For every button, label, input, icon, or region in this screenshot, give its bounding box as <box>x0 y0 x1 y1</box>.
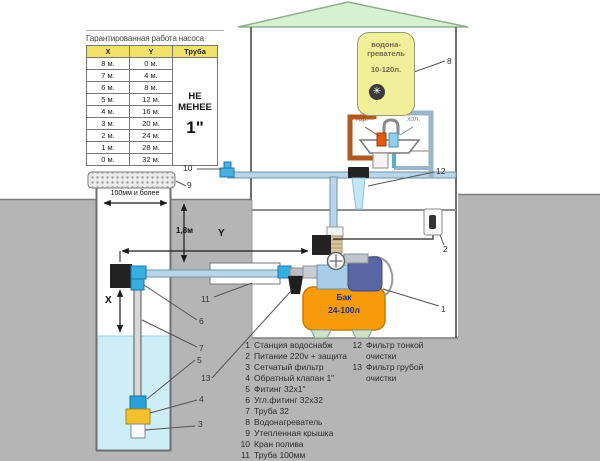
station-riser-pipe <box>329 176 338 229</box>
drop-pipe-32 <box>133 287 142 399</box>
power-outlet <box>423 208 443 236</box>
mesh-filter <box>130 423 146 439</box>
dim-x-label: X <box>105 295 112 306</box>
callout-13: 13 <box>201 373 211 383</box>
check-valve <box>125 408 151 425</box>
callout-5: 5 <box>197 355 202 365</box>
callout-3: 3 <box>198 419 203 429</box>
callout-4: 4 <box>199 394 204 404</box>
callout-8: 8 <box>447 56 452 66</box>
tank-foot <box>310 329 332 339</box>
snowflake-icon: ✳ <box>369 84 385 100</box>
sink-pedestal <box>372 152 389 169</box>
dim-well-width-label: 100мм и более <box>110 190 160 197</box>
cold-valve <box>388 132 399 148</box>
roof <box>237 1 469 28</box>
callout-6: 6 <box>199 316 204 326</box>
fitting-32x1 <box>129 395 147 410</box>
motor-cap <box>343 253 369 264</box>
table-row: 0 м.32 м. <box>86 153 218 166</box>
dimension-lines <box>103 199 309 333</box>
tank-capacity: 24-100л <box>328 305 360 315</box>
hot-valve <box>376 132 387 147</box>
trench-pipe <box>145 269 283 278</box>
garden-tap <box>219 161 235 178</box>
col-header-pipe: Труба <box>172 45 218 58</box>
well-pump-assembly <box>125 395 151 439</box>
callout-11: 11 <box>201 294 210 304</box>
water-heater: водона- греватель 10-120л. ✳ <box>357 32 415 116</box>
leader-lines <box>141 60 446 431</box>
insulated-cover <box>87 171 176 189</box>
callout-1: 1 <box>441 304 446 314</box>
power-cable <box>333 234 434 240</box>
cold-label: хол. <box>407 116 421 123</box>
heater-capacity: 10-120л. <box>370 65 402 74</box>
hot-label: гор. <box>356 116 369 123</box>
pump-table: Гарантированная работа насоса X Y Труба … <box>86 30 224 166</box>
pipe-requirement: НЕ МЕНЕЕ 1" <box>172 57 218 166</box>
col-header-y: Y <box>129 45 173 58</box>
callout-10: 10 <box>183 163 193 173</box>
dim-depth-label: 1,8м <box>176 226 194 235</box>
heater-label: водона- <box>371 40 401 49</box>
pressure-switch <box>312 235 331 255</box>
tank-foot <box>351 329 373 339</box>
dim-y-label: Y <box>218 228 225 239</box>
table-row: 8 м.0 м. НЕ МЕНЕЕ 1" <box>86 57 218 166</box>
tank-label: Бак <box>336 292 352 302</box>
pump-table-title: Гарантированная работа насоса <box>86 34 205 43</box>
coupler <box>302 265 319 279</box>
house <box>237 1 469 338</box>
callout-7: 7 <box>199 343 204 353</box>
faucet <box>382 118 400 139</box>
pump-station <box>277 226 434 339</box>
inlet-pipe <box>289 267 305 277</box>
callout-9: 9 <box>187 180 192 190</box>
col-header-x: X <box>86 45 130 58</box>
fine-filter <box>348 167 369 210</box>
callout-12: 12 <box>436 166 446 176</box>
coarse-filter <box>288 276 303 294</box>
angle-fitting <box>110 264 147 291</box>
callout-2: 2 <box>443 244 448 254</box>
